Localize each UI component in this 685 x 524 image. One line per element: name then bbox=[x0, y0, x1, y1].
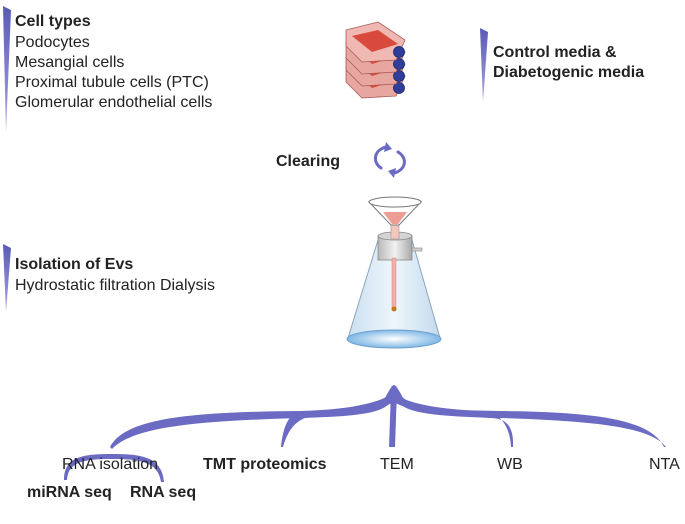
cell-type-mesangial: Mesangial cells bbox=[15, 54, 125, 71]
cell-type-podocytes: Podocytes bbox=[15, 34, 90, 51]
branch-rna bbox=[110, 385, 394, 449]
branch-label-wb: WB bbox=[497, 456, 523, 473]
cell-types-title: Cell types bbox=[15, 13, 91, 30]
media-line-1: Control media & bbox=[493, 44, 617, 61]
media-marker bbox=[480, 28, 488, 102]
branch-tree bbox=[64, 385, 666, 482]
cell-type-ptc: Proximal tubule cells (PTC) bbox=[15, 74, 209, 91]
cycle-arrows-icon bbox=[373, 145, 406, 175]
sub-branch-label-mirna: miRNA seq bbox=[27, 484, 112, 501]
isolation-marker bbox=[3, 244, 11, 312]
culture-flask-stack bbox=[345, 21, 406, 99]
isolation-title: Isolation of Evs bbox=[15, 256, 134, 273]
branch-label-rna-isolation: RNA isolation bbox=[62, 456, 159, 473]
branch-label-tmt: TMT proteomics bbox=[203, 456, 327, 473]
cell-types-marker bbox=[3, 6, 11, 132]
clearing-label: Clearing bbox=[276, 153, 341, 170]
branch-nta bbox=[394, 385, 666, 447]
branch-label-tem: TEM bbox=[380, 456, 414, 473]
media-line-2: Diabetogenic media bbox=[493, 64, 645, 81]
branch-tem bbox=[389, 390, 397, 447]
branch-label-nta: NTA bbox=[649, 456, 680, 473]
filtration-flask bbox=[346, 196, 442, 349]
branch-tmt bbox=[281, 395, 394, 447]
cycle-arrow-head-1 bbox=[384, 142, 392, 152]
isolation-subtitle: Hydrostatic filtration Dialysis bbox=[15, 277, 216, 294]
sub-branch bbox=[64, 454, 164, 482]
cycle-arrow-head-2 bbox=[388, 168, 396, 178]
branch-wb bbox=[394, 395, 514, 447]
cell-type-endothelial: Glomerular endothelial cells bbox=[15, 94, 213, 111]
branch-knot bbox=[384, 385, 404, 400]
sub-branch-label-rna: RNA seq bbox=[130, 484, 197, 501]
